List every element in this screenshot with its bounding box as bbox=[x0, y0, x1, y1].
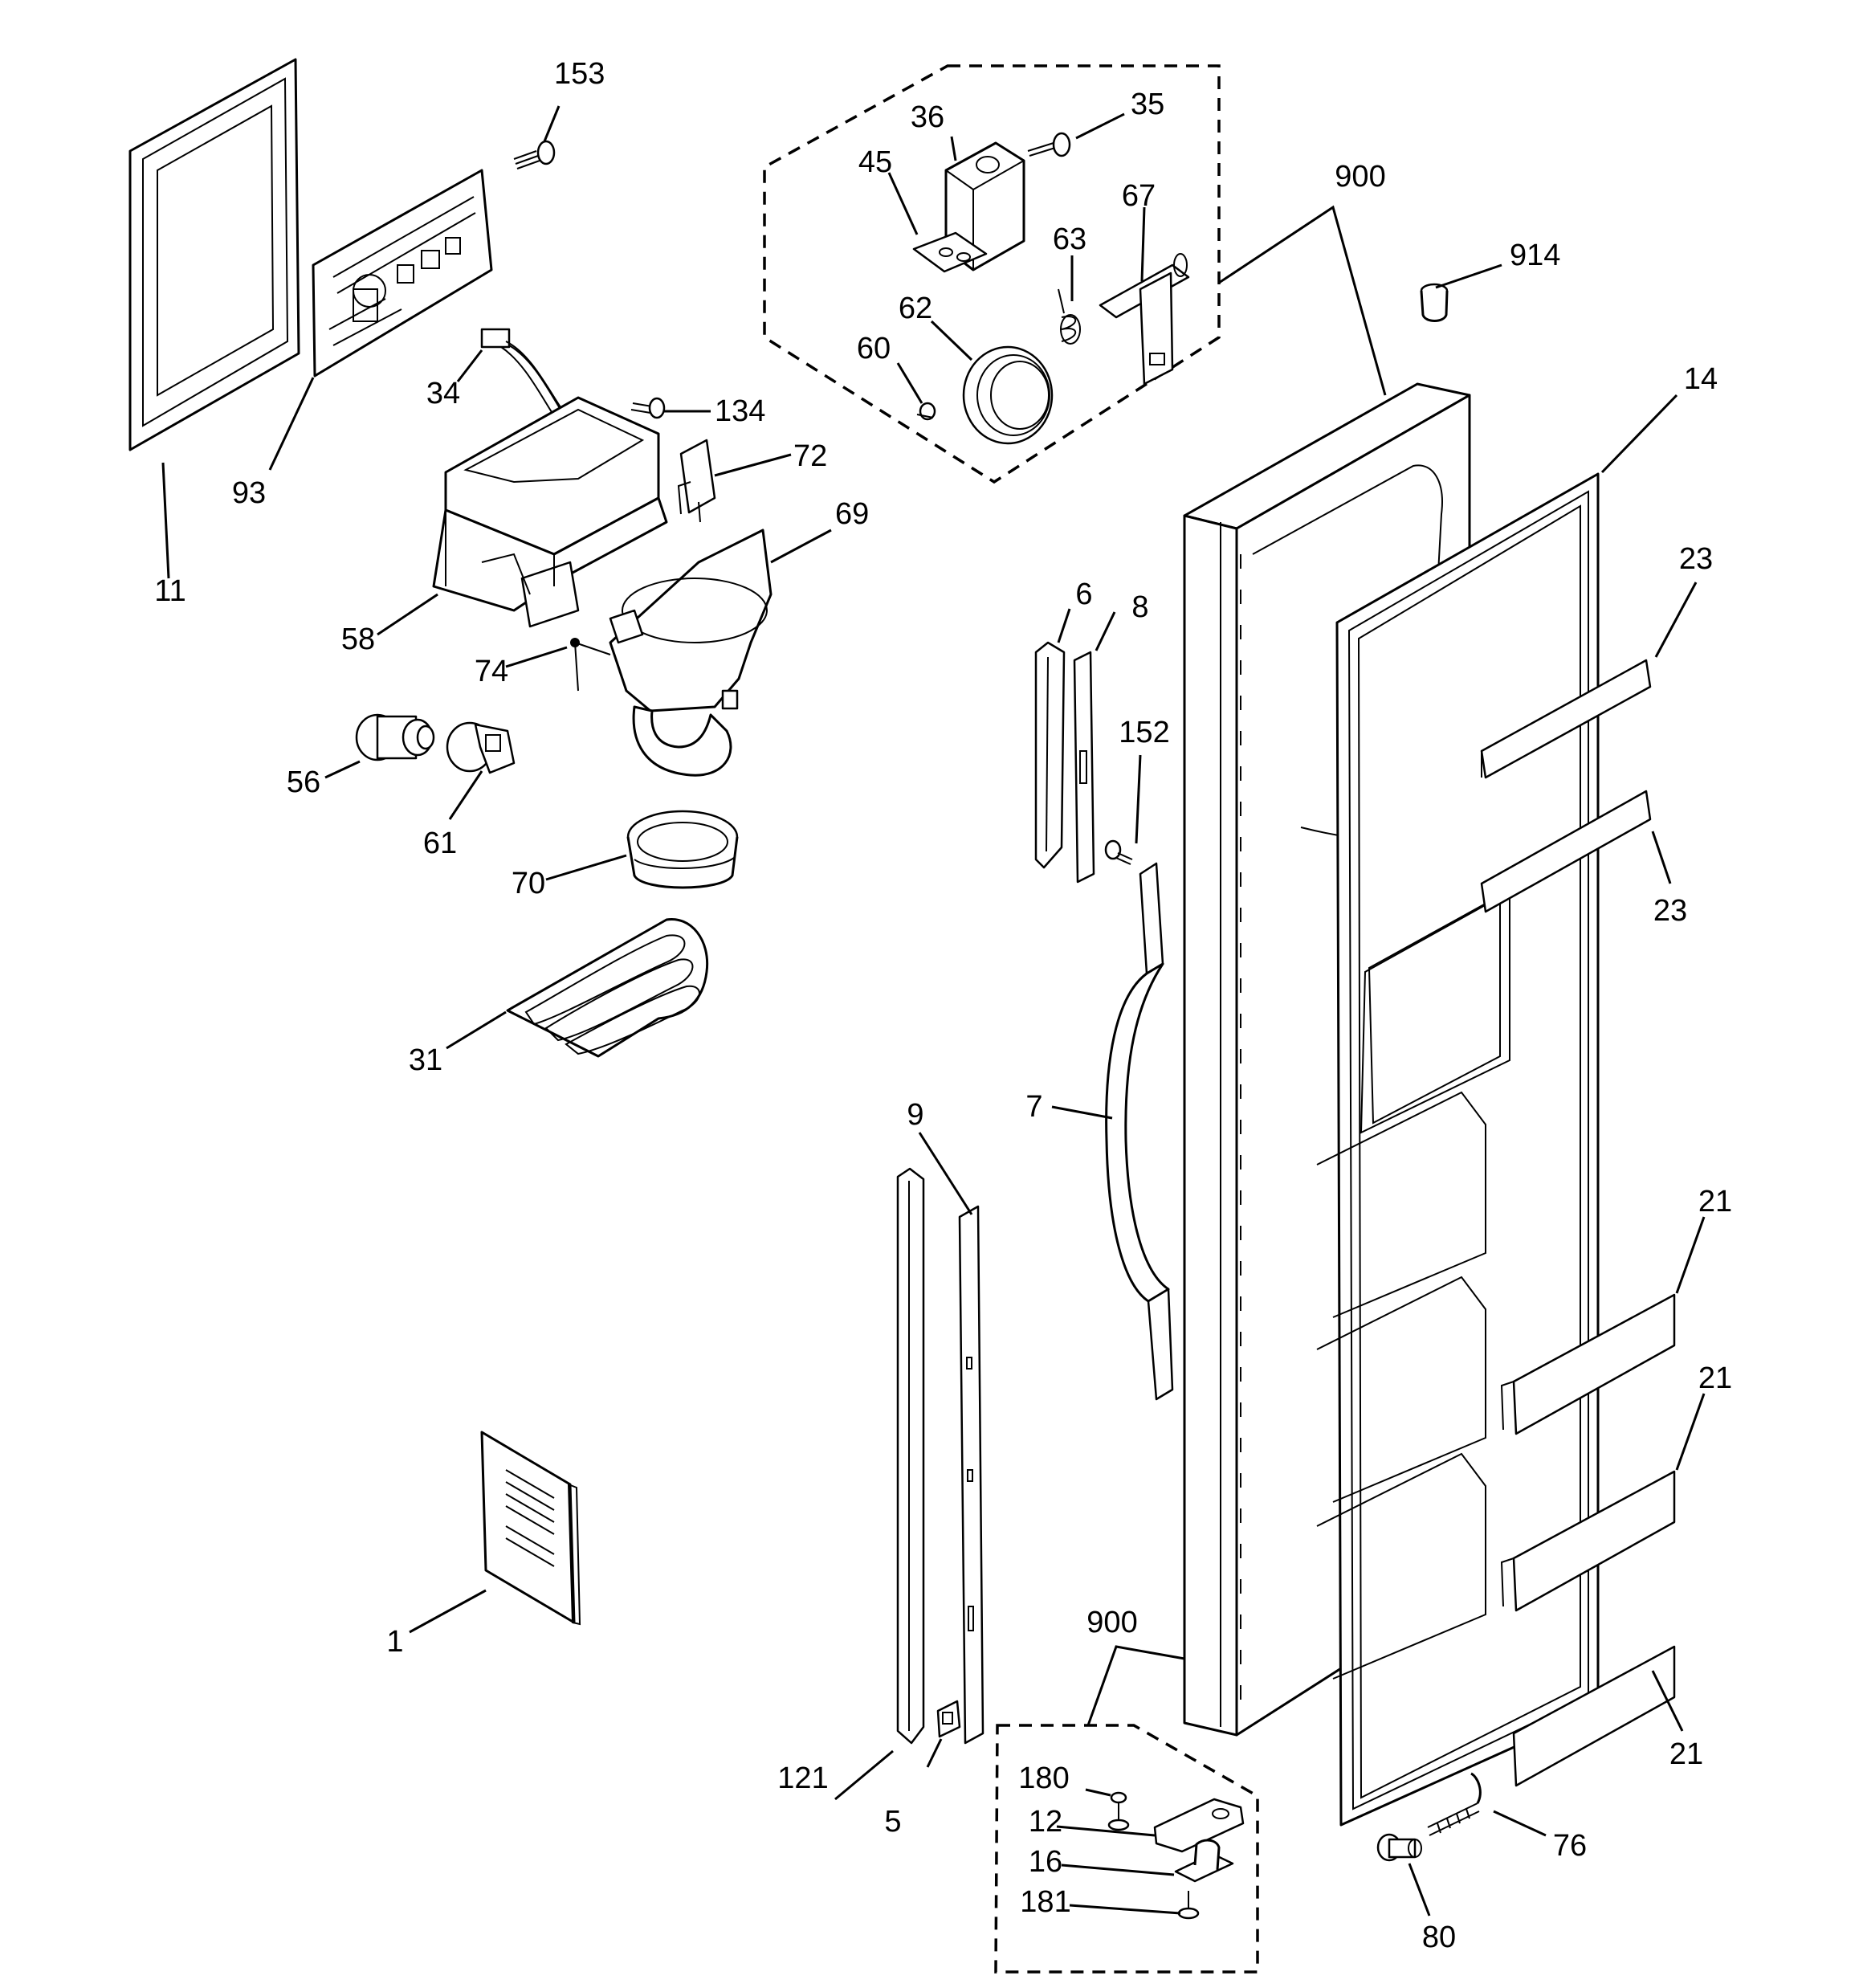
part-14-gasket bbox=[1316, 472, 1600, 1827]
label-181: 181 bbox=[1020, 1885, 1070, 1919]
label-152: 152 bbox=[1119, 716, 1169, 749]
label-16: 16 bbox=[1029, 1845, 1062, 1879]
part-70-ring bbox=[626, 810, 739, 889]
label-914: 914 bbox=[1510, 239, 1560, 272]
label-45: 45 bbox=[858, 145, 892, 179]
label-67: 67 bbox=[1122, 179, 1156, 213]
label-900-bottom: 900 bbox=[1086, 1606, 1137, 1639]
leader-lines bbox=[161, 105, 1706, 1917]
label-63: 63 bbox=[1053, 222, 1086, 256]
label-70: 70 bbox=[512, 867, 545, 900]
label-80: 80 bbox=[1422, 1921, 1456, 1954]
part-181-screw bbox=[1177, 1891, 1200, 1920]
label-900-top: 900 bbox=[1335, 160, 1385, 194]
label-14: 14 bbox=[1684, 362, 1718, 396]
part-134-screw bbox=[630, 397, 666, 419]
label-35: 35 bbox=[1131, 88, 1164, 121]
label-74: 74 bbox=[475, 655, 508, 688]
part-93-control-panel bbox=[312, 169, 493, 378]
part-16-hinge-pin bbox=[1174, 1839, 1234, 1883]
hinge-kit-box bbox=[994, 1724, 1259, 1974]
part-62-cover bbox=[962, 345, 1054, 445]
part-152-screw bbox=[1104, 839, 1133, 865]
part-21-bin-1 bbox=[1500, 1293, 1676, 1435]
part-8-mount-strip bbox=[1073, 651, 1095, 884]
part-121-trim bbox=[896, 1167, 925, 1745]
label-12: 12 bbox=[1029, 1805, 1062, 1839]
dispenser-actuator-kit-box bbox=[763, 64, 1221, 484]
label-61: 61 bbox=[423, 827, 457, 860]
label-69: 69 bbox=[835, 497, 869, 531]
part-21-bin-3 bbox=[1512, 1645, 1676, 1787]
label-76: 76 bbox=[1553, 1829, 1587, 1863]
label-9: 9 bbox=[907, 1098, 923, 1132]
label-180: 180 bbox=[1018, 1761, 1069, 1795]
part-45-bracket bbox=[912, 231, 988, 273]
part-74-pin bbox=[570, 638, 611, 692]
part-63-spring bbox=[1058, 288, 1081, 345]
part-56-valve bbox=[355, 713, 435, 761]
part-labels: 153 11 93 34 134 72 69 58 74 56 61 70 31… bbox=[154, 57, 1732, 1954]
label-60: 60 bbox=[857, 332, 891, 365]
part-21-bin-2 bbox=[1500, 1470, 1676, 1612]
label-21-lower: 21 bbox=[1669, 1737, 1703, 1771]
part-914-cap bbox=[1420, 283, 1449, 322]
part-5-clip bbox=[936, 1700, 961, 1738]
part-11-dispenser-frame bbox=[128, 58, 300, 451]
label-7: 7 bbox=[1025, 1090, 1042, 1124]
part-60-screw bbox=[916, 402, 936, 421]
part-180-screw bbox=[1107, 1791, 1130, 1831]
label-121: 121 bbox=[777, 1761, 828, 1795]
label-134: 134 bbox=[715, 394, 765, 428]
part-1-owners-manual bbox=[480, 1431, 581, 1626]
label-21-middle: 21 bbox=[1698, 1361, 1732, 1395]
part-23-shelf-upper bbox=[1480, 659, 1652, 779]
label-72: 72 bbox=[793, 439, 827, 473]
part-31-drip-tray bbox=[506, 917, 709, 1058]
label-23-lower: 23 bbox=[1653, 894, 1687, 928]
part-69-ice-chute bbox=[609, 529, 773, 777]
label-1: 1 bbox=[386, 1625, 403, 1659]
part-153-screw bbox=[513, 140, 556, 169]
label-8: 8 bbox=[1131, 590, 1148, 624]
label-23-upper: 23 bbox=[1679, 542, 1713, 576]
label-21-upper: 21 bbox=[1698, 1185, 1732, 1219]
label-36: 36 bbox=[911, 100, 944, 134]
label-6: 6 bbox=[1075, 578, 1092, 611]
part-80-bushing bbox=[1376, 1833, 1422, 1862]
part-9-trim-strip bbox=[958, 1205, 984, 1745]
label-11: 11 bbox=[154, 574, 185, 608]
part-61-cam bbox=[446, 721, 516, 774]
label-5: 5 bbox=[884, 1805, 901, 1839]
label-62: 62 bbox=[899, 292, 932, 325]
part-76-spring bbox=[1427, 1772, 1482, 1836]
label-153: 153 bbox=[554, 57, 605, 91]
label-31: 31 bbox=[409, 1043, 442, 1077]
part-12-hinge bbox=[1153, 1798, 1245, 1853]
label-34: 34 bbox=[426, 377, 460, 410]
part-6-trim-cap bbox=[1034, 641, 1066, 869]
label-56: 56 bbox=[287, 765, 320, 799]
label-58: 58 bbox=[341, 623, 375, 656]
part-67-lever-arm bbox=[1099, 253, 1190, 386]
part-72-switch bbox=[677, 439, 716, 523]
part-23-shelf-lower bbox=[1480, 790, 1652, 913]
part-7-handle bbox=[1105, 862, 1174, 1401]
part-58-dispenser-housing bbox=[432, 396, 668, 628]
label-93: 93 bbox=[232, 476, 266, 510]
part-35-screw bbox=[1027, 132, 1071, 157]
